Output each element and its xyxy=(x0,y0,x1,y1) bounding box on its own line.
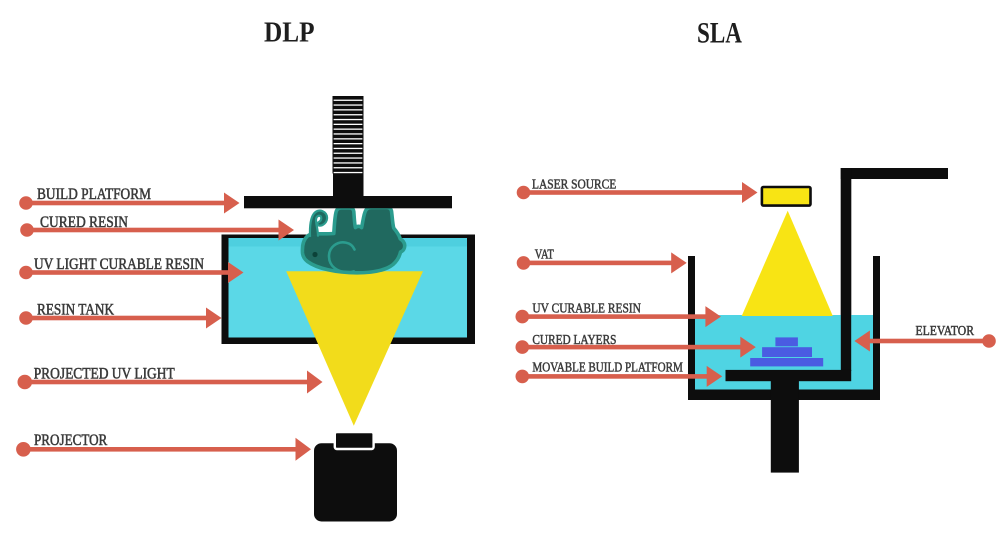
svg-text:SLA: SLA xyxy=(697,17,742,50)
svg-text:MOVABLE BUILD PLATFORM: MOVABLE BUILD PLATFORM xyxy=(532,360,683,375)
svg-text:DLP: DLP xyxy=(264,16,315,48)
svg-text:CURED RESIN: CURED RESIN xyxy=(40,214,128,231)
svg-text:LASER SOURCE: LASER SOURCE xyxy=(532,177,616,192)
svg-text:CURED LAYERS: CURED LAYERS xyxy=(532,333,616,348)
svg-text:RESIN TANK: RESIN TANK xyxy=(37,301,114,318)
svg-text:PROJECTED UV LIGHT: PROJECTED UV LIGHT xyxy=(34,366,175,383)
svg-text:BUILD PLATFORM: BUILD PLATFORM xyxy=(37,186,151,203)
svg-text:VAT: VAT xyxy=(535,248,554,263)
svg-text:UV LIGHT CURABLE RESIN: UV LIGHT CURABLE RESIN xyxy=(34,256,204,273)
svg-text:ELEVATOR: ELEVATOR xyxy=(916,324,975,339)
svg-text:UV CURABLE RESIN: UV CURABLE RESIN xyxy=(532,301,641,316)
svg-text:PROJECTOR: PROJECTOR xyxy=(34,432,108,449)
